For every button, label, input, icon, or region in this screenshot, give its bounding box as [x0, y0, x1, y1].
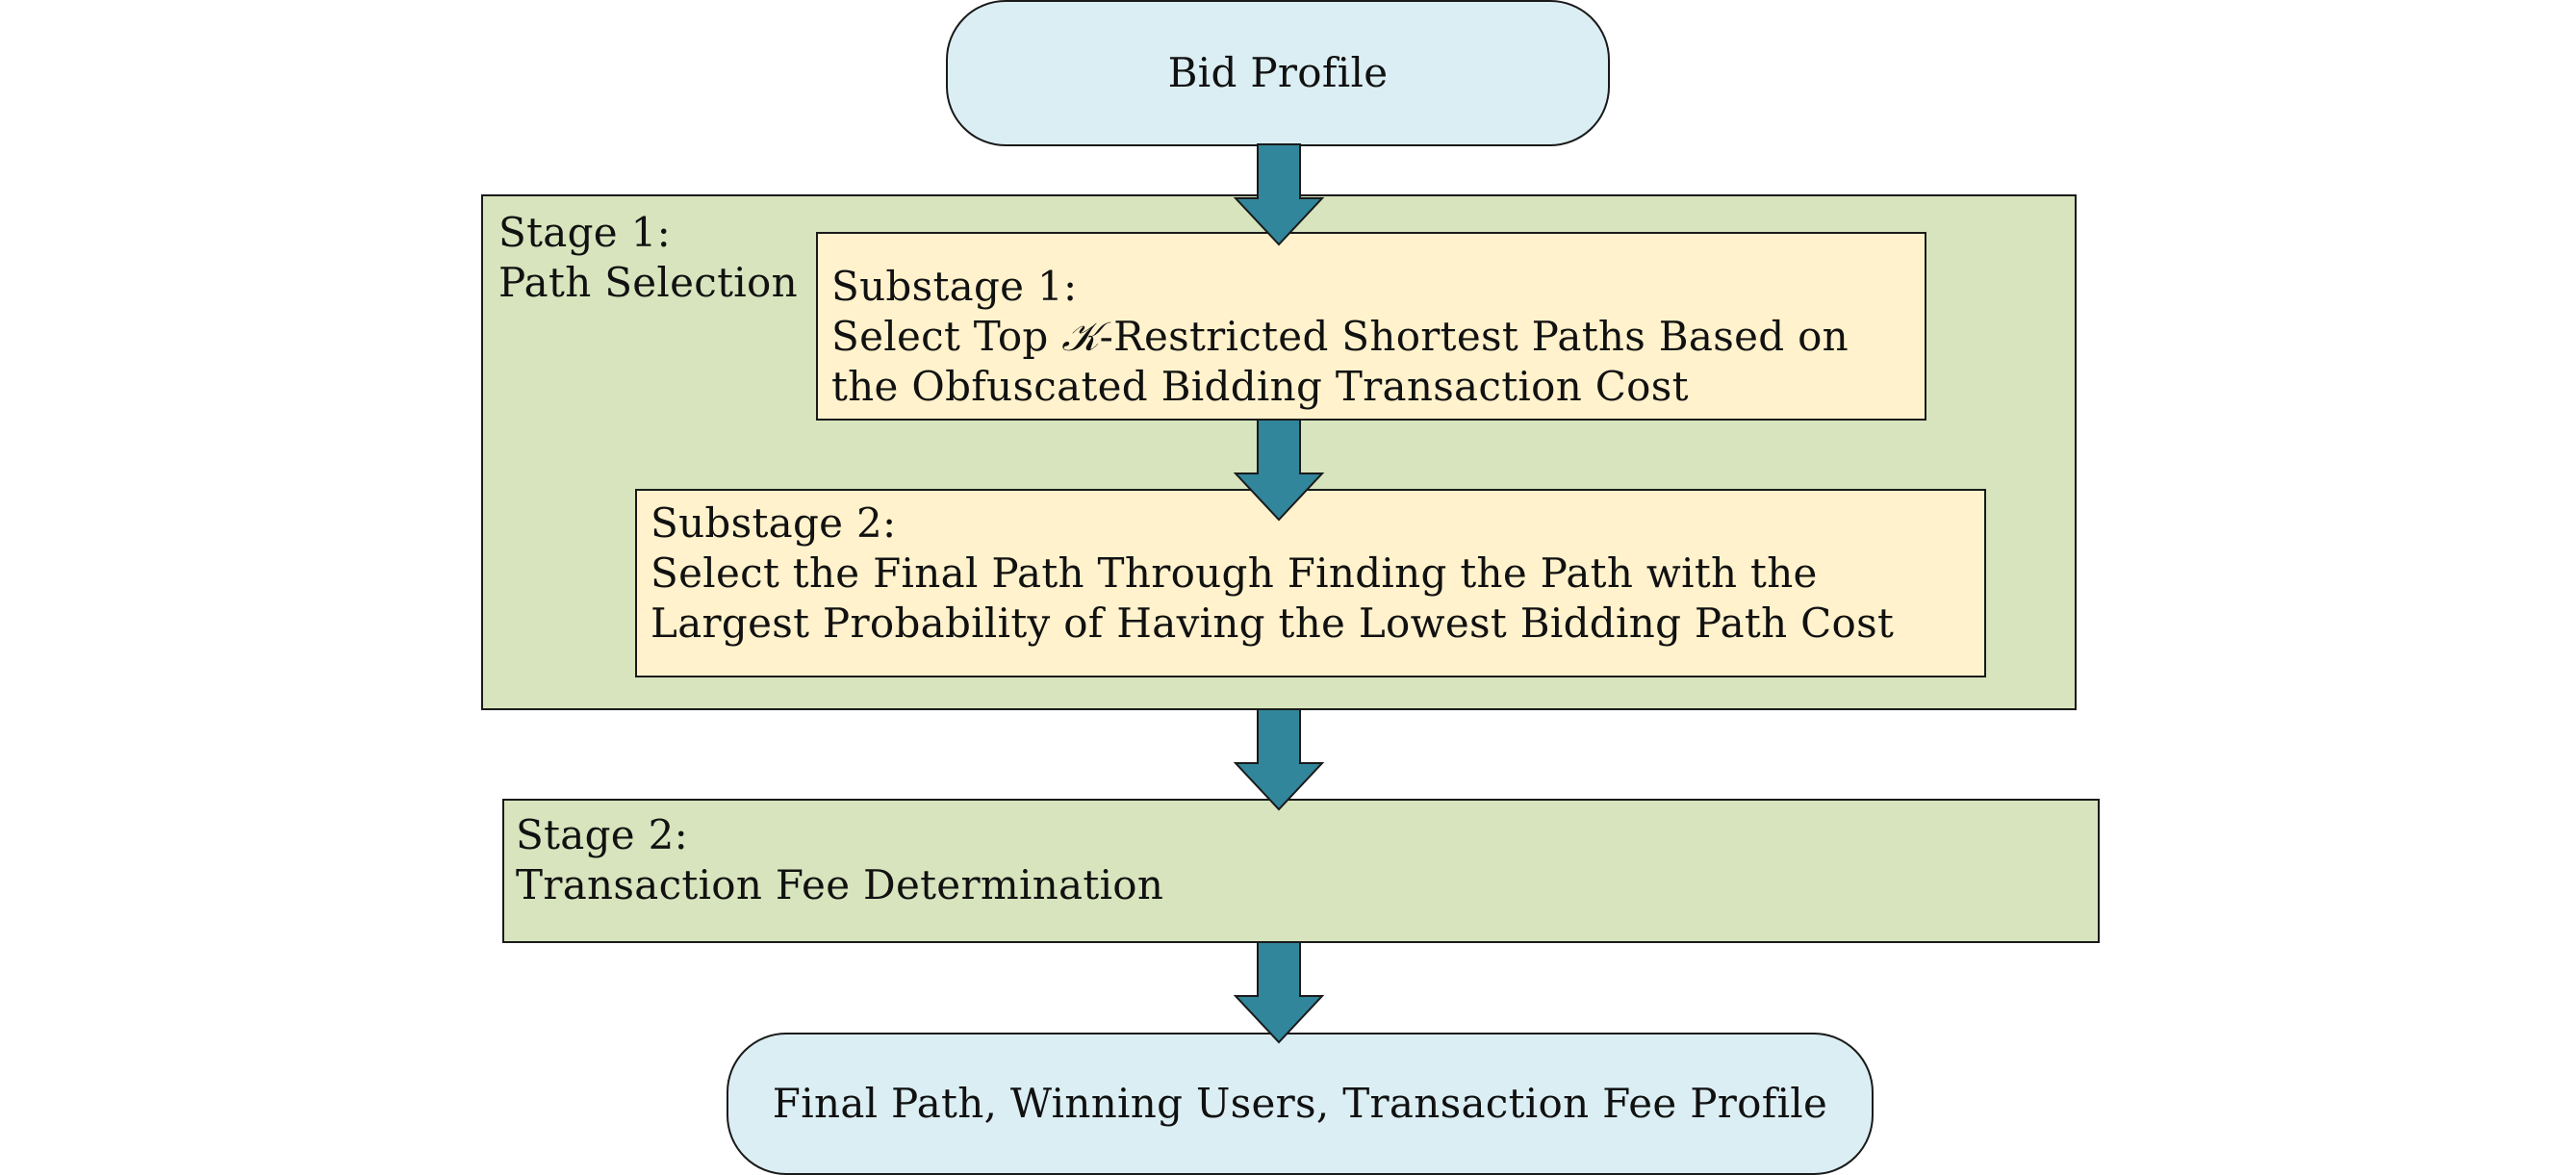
substage2-line1: Select the Final Path Through Finding th… — [650, 549, 1818, 597]
stage2-subtitle: Transaction Fee Determination — [516, 861, 1164, 908]
k-symbol: 𝒦 — [1061, 313, 1100, 360]
substage1-line1-suffix: -Restricted Shortest Paths Based on — [1099, 313, 1849, 360]
substage2-title: Substage 2: — [650, 499, 897, 547]
substage1-line1-prefix: Select Top — [831, 313, 1062, 360]
bid-profile-node: Bid Profile — [946, 0, 1610, 146]
stage2-heading: Stage 2: Transaction Fee Determination — [516, 810, 1163, 910]
stage2-container — [502, 799, 2100, 943]
substage2-text: Substage 2: Select the Final Path Throug… — [650, 498, 1894, 649]
output-label: Final Path, Winning Users, Transaction F… — [772, 1080, 1828, 1127]
stage2-title: Stage 2: — [516, 811, 689, 858]
arrow-bid-to-substage1 — [1233, 143, 1325, 246]
substage1-box — [816, 232, 1926, 421]
stage1-title: Stage 1: — [498, 209, 672, 256]
bid-profile-label: Bid Profile — [1167, 49, 1389, 96]
stage1-heading: Stage 1: Path Selection — [498, 208, 798, 308]
substage1-title: Substage 1: — [831, 263, 1078, 310]
output-node: Final Path, Winning Users, Transaction F… — [727, 1033, 1874, 1175]
arrow-stage1-to-stage2 — [1233, 708, 1325, 811]
substage1-text: Substage 1: Select Top 𝒦-Restricted Shor… — [831, 262, 1849, 412]
substage2-line2: Largest Probability of Having the Lowest… — [650, 600, 1895, 647]
arrow-substage1-to-substage2 — [1233, 419, 1325, 522]
substage1-line2: the Obfuscated Bidding Transaction Cost — [831, 363, 1689, 410]
substage2-box — [635, 489, 1986, 677]
substage1-line1: Select Top 𝒦-Restricted Shortest Paths B… — [831, 312, 1849, 362]
arrow-stage2-to-output — [1233, 941, 1325, 1044]
stage1-subtitle: Path Selection — [498, 259, 798, 306]
